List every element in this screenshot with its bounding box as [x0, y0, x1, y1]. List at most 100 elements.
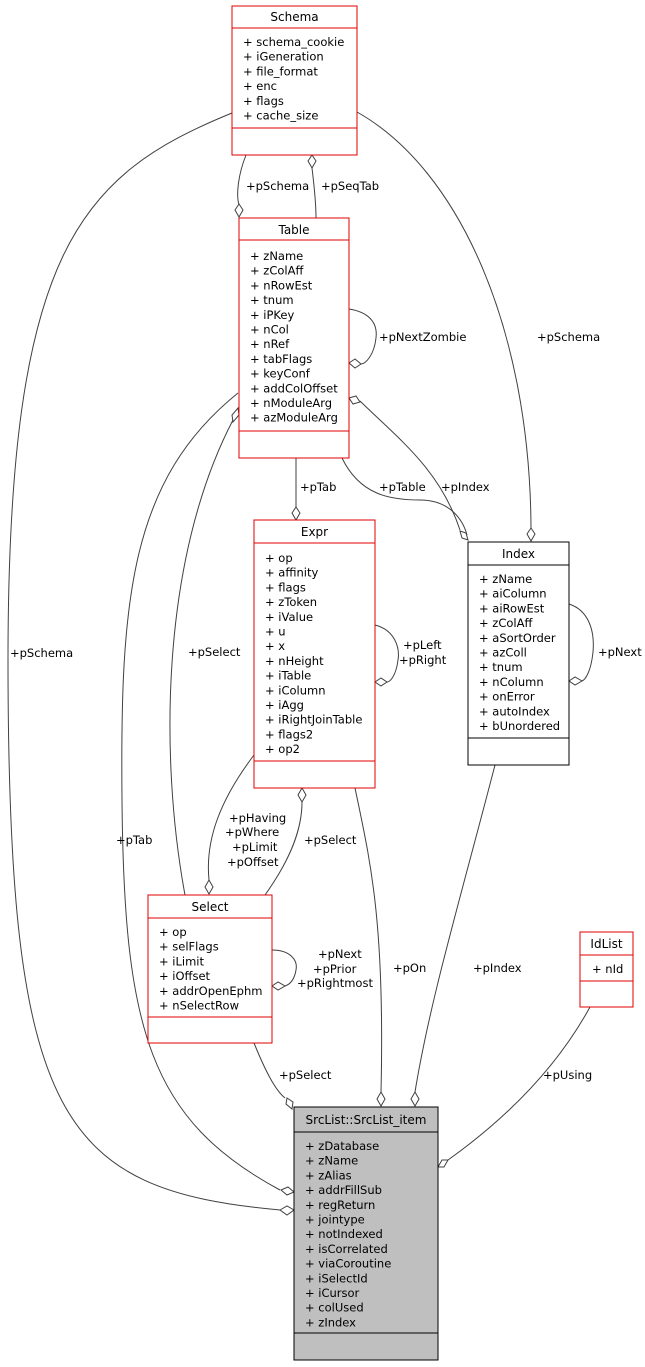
class-field: + addColOffset [250, 381, 338, 395]
edge-label: +pSchema [10, 646, 73, 660]
edge-label: +pWhere [225, 825, 279, 839]
class-field: + zColAff [250, 264, 304, 278]
edge-pon [354, 787, 383, 1093]
edge-label: +pTable [379, 480, 426, 494]
edge-diamond [291, 506, 301, 522]
field-list: + op+ selFlags+ iLimit+ iOffset+ addrOpe… [159, 925, 262, 1013]
class-field: + iValue [265, 610, 313, 624]
class-field: + iRightJoinTable [265, 713, 362, 727]
class-table: Table + zName+ zColAff+ nRowEst+ tnum+ i… [238, 217, 350, 459]
class-field: + addrFillSub [305, 1183, 382, 1197]
edge-pusing [447, 1006, 591, 1161]
class-field: + azColl [479, 646, 527, 660]
edge-label: +pHaving [229, 811, 286, 825]
field-list: + zName+ zColAff+ nRowEst+ tnum+ iPKey+ … [250, 249, 338, 425]
class-field: + azModuleArg [250, 411, 338, 425]
class-field: + iPKey [250, 308, 294, 322]
class-field: + nColumn [479, 675, 544, 689]
class-field: + flags2 [265, 727, 313, 741]
edge-diamond [348, 358, 362, 369]
edge-label: +pLeft [403, 638, 442, 652]
edge-diamond [459, 530, 469, 541]
edge-pindex-item [414, 764, 496, 1093]
class-box [231, 5, 358, 156]
edge-label: +pSelect [188, 645, 241, 659]
class-title: Select [191, 900, 228, 914]
edge-pnext-select [271, 949, 297, 987]
edge-label: +pTab [300, 480, 336, 494]
class-box [147, 894, 273, 1044]
class-field: + cache_size [243, 109, 318, 123]
class-title: Schema [270, 10, 318, 24]
class-field: + iAgg [265, 698, 304, 712]
class-field: + isCorrelated [305, 1242, 388, 1256]
class-field: + nRowEst [250, 278, 313, 292]
class-field: + zToken [265, 595, 317, 609]
class-field: + zName [305, 1154, 358, 1168]
edge-pindex-table [359, 400, 461, 531]
class-index: Index + zName+ aiColumn+ aiRowEst+ zColA… [467, 541, 570, 766]
edge-label: +pOn [393, 961, 426, 975]
edge-label: +pSelect [304, 833, 357, 847]
edge-pseqtab [311, 167, 317, 219]
class-field: + iOffset [159, 969, 211, 983]
class-title: IdList [590, 937, 622, 951]
class-field: + nId [592, 962, 623, 976]
class-field: + op [265, 551, 293, 565]
edge-label: +pUsing [543, 1068, 592, 1082]
edge-label: +pIndex [473, 961, 522, 975]
class-box [293, 1106, 439, 1361]
class-field: + iColumn [265, 683, 326, 697]
edge-diamond [437, 1159, 449, 1168]
field-list: + zDatabase+ zName+ zAlias+ addrFillSub+… [305, 1139, 391, 1329]
class-field: + schema_cookie [243, 35, 344, 49]
class-field: + tnum [479, 660, 523, 674]
edge-diamond [231, 406, 240, 424]
class-box [579, 931, 634, 1008]
field-list: + zName+ aiColumn+ aiRowEst+ zColAff+ aS… [479, 572, 560, 733]
edge-label: +pSchema [246, 179, 309, 193]
class-field: + op2 [265, 742, 300, 756]
edge-pleft-pright [374, 624, 399, 683]
class-field: + zDatabase [305, 1139, 379, 1153]
edge-pschema-index [356, 111, 532, 529]
edge-diamond [410, 1090, 420, 1108]
edge-ptab-item [121, 392, 281, 1191]
edge-label: +pSeqTab [321, 179, 379, 193]
class-field: + selFlags [159, 940, 219, 954]
edge-label: +pLimit [232, 840, 278, 854]
class-box [467, 541, 570, 766]
edge-diamond [348, 395, 361, 405]
edge-label: +pSelect [279, 1068, 332, 1082]
class-title: Table [277, 223, 309, 237]
class-field: + addrOpenEphm [159, 984, 262, 998]
edge-pselect-expr [264, 801, 303, 896]
class-select: Select + op+ selFlags+ iLimit+ iOffset+ … [147, 894, 273, 1044]
class-field: + aiColumn [479, 587, 547, 601]
class-field: + tnum [250, 293, 294, 307]
class-field: + jointype [305, 1213, 365, 1227]
edge-diamond [526, 527, 536, 543]
class-field: + bUnordered [479, 719, 560, 733]
edge-label: +pSchema [537, 330, 600, 344]
class-field: + affinity [265, 566, 318, 580]
class-expr: Expr + op+ affinity+ flags+ zToken+ iVal… [253, 519, 376, 789]
edge-diamond [279, 1205, 295, 1216]
class-field: + nCol [250, 323, 289, 337]
field-list: + op+ affinity+ flags+ zToken+ iValue+ u… [265, 551, 362, 756]
class-field: + nSelectRow [159, 999, 239, 1013]
class-field: + zName [250, 249, 303, 263]
edge-diamond [285, 1097, 294, 1110]
edge-diamond [307, 154, 317, 170]
edge-diamond [204, 878, 214, 896]
edge-label: +pRightmost [297, 976, 373, 990]
edge-pselect-item [253, 1042, 286, 1099]
class-field: + nModuleArg [250, 396, 332, 410]
class-schema: Schema + schema_cookie+ iGeneration+ fil… [231, 5, 358, 156]
class-field: + zIndex [305, 1315, 356, 1329]
class-field: + nRef [250, 337, 290, 351]
class-field: + viaCoroutine [305, 1257, 391, 1271]
class-field: + iSelectId [305, 1271, 368, 1285]
